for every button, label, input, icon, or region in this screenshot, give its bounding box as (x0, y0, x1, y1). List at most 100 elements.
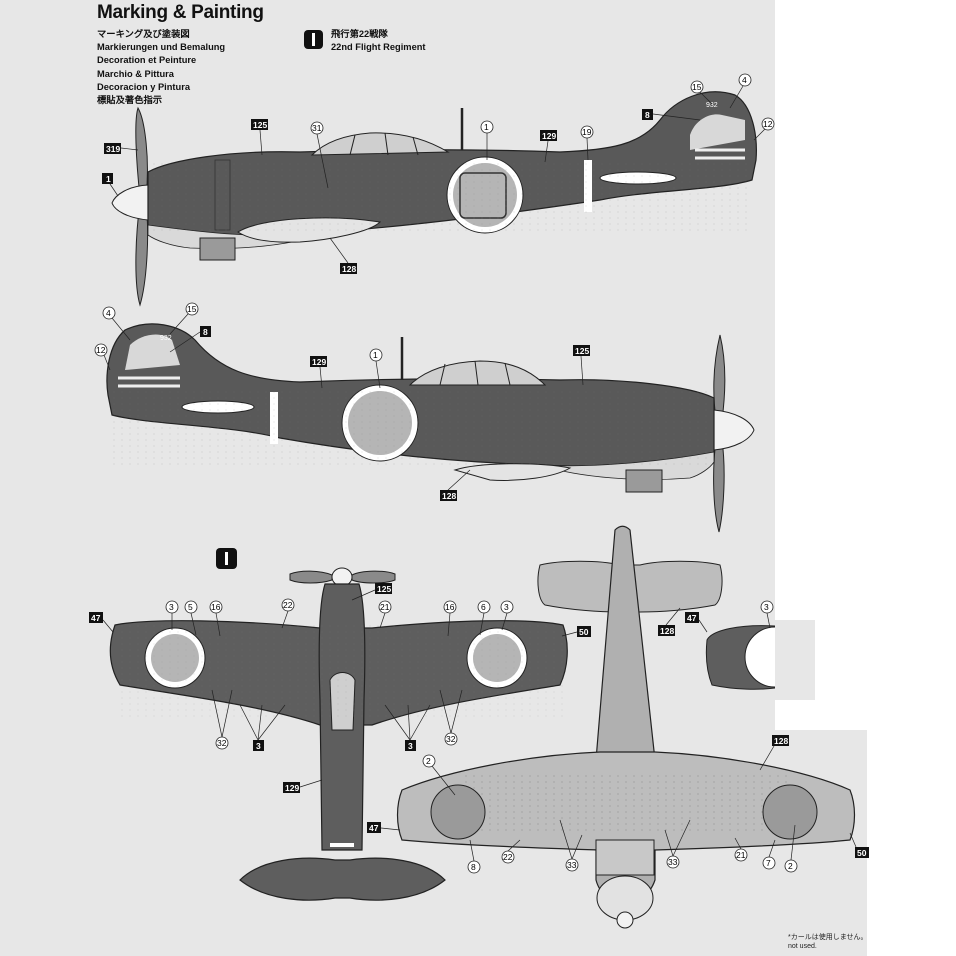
callout-128-d: 128 (759, 735, 789, 771)
svg-text:50: 50 (579, 627, 589, 637)
decal-note-jp: *カールは使用しません。 (788, 934, 868, 941)
callout-47-a: 47 (89, 612, 114, 633)
left-side-profile: 932 (111, 91, 757, 307)
svg-text:3: 3 (408, 741, 413, 751)
svg-text:47: 47 (687, 613, 697, 623)
subtitle-de: Markierungen und Bemalung (97, 42, 226, 53)
svg-text:3: 3 (256, 741, 261, 751)
callout-4-b: 4 (102, 306, 131, 341)
svg-text:125: 125 (377, 584, 391, 594)
callout-3-c: 3 (760, 600, 774, 629)
svg-text:47: 47 (91, 613, 101, 623)
roman-one-badge-large (216, 548, 237, 569)
callout-47-b: 47 (685, 612, 708, 633)
callout-19: 19 (580, 125, 594, 161)
callout-7: 7 (762, 839, 776, 870)
svg-text:31: 31 (312, 123, 322, 133)
svg-text:22: 22 (283, 600, 293, 610)
callout-129-c: 129 (283, 779, 323, 793)
callout-33-b: 33 (664, 819, 691, 869)
callout-3-b: 3 (500, 600, 514, 631)
callout-33-a: 33 (559, 819, 583, 872)
callout-319: 319 (104, 143, 139, 154)
svg-text:21: 21 (380, 602, 390, 612)
svg-text:8: 8 (471, 862, 476, 872)
callout-128-a: 128 (329, 237, 357, 274)
callout-2-b: 2 (784, 824, 798, 873)
decal-note: *カールは使用しません。 not used. (788, 933, 868, 951)
right-side-profile: 932 (106, 323, 755, 533)
callout-8-b: 8 (169, 326, 211, 353)
callout-1-a: 1 (480, 120, 494, 160)
svg-text:2: 2 (788, 861, 793, 871)
callout-5: 5 (184, 600, 198, 636)
callout-3-box-a: 3 (239, 704, 286, 751)
callout-8-c: 8 (467, 839, 481, 874)
svg-text:50: 50 (857, 848, 867, 858)
tail-emblem-top: 932 (690, 102, 745, 160)
svg-text:7: 7 (766, 858, 771, 868)
spinner-profile (111, 184, 149, 221)
tail-emblem-middle: 932 (118, 334, 180, 388)
callout-129-b: 129 (310, 356, 327, 389)
svg-text:125: 125 (575, 346, 589, 356)
callout-12-b: 12 (94, 343, 111, 371)
callout-1-b: 1 (369, 348, 383, 389)
callout-15-b: 15 (169, 302, 199, 335)
subtitle-cn: 標貼及著色指示 (97, 95, 163, 106)
svg-text:3: 3 (764, 602, 769, 612)
subtitle-jp: マーキング及び塗装図 (97, 29, 190, 39)
callout-128-b: 128 (440, 469, 471, 501)
subtitle-it: Marchio & Pittura (97, 68, 174, 79)
svg-text:5: 5 (188, 602, 193, 612)
svg-text:15: 15 (187, 304, 197, 314)
svg-text:128: 128 (442, 491, 456, 501)
callout-22-b: 22 (501, 839, 521, 864)
callout-8-a: 8 (642, 109, 701, 121)
svg-text:8: 8 (203, 327, 208, 337)
svg-text:4: 4 (742, 75, 747, 85)
svg-text:4: 4 (106, 308, 111, 318)
tail-code-top: 932 (706, 102, 718, 109)
svg-text:15: 15 (692, 82, 702, 92)
callout-3-box-b: 3 (384, 704, 431, 751)
svg-text:128: 128 (342, 264, 356, 274)
svg-text:129: 129 (542, 131, 556, 141)
svg-text:2: 2 (426, 756, 431, 766)
svg-text:3: 3 (169, 602, 174, 612)
callout-32-b: 32 (439, 689, 463, 746)
svg-text:12: 12 (96, 345, 106, 355)
callout-22-a: 22 (281, 598, 295, 629)
callout-125-b: 125 (573, 345, 590, 386)
svg-text:16: 16 (445, 602, 455, 612)
callout-47-c: 47 (367, 822, 401, 833)
tail-code-middle: 932 (160, 335, 172, 342)
svg-text:1: 1 (373, 350, 378, 360)
callout-125-a: 125 (251, 119, 268, 156)
callout-1-box: 1 (102, 173, 119, 197)
svg-text:3: 3 (504, 602, 509, 612)
subtitle-block: マーキング及び塗装図 Markierungen und Bemalung Dec… (97, 28, 225, 107)
svg-text:33: 33 (668, 857, 678, 867)
svg-text:22: 22 (503, 852, 513, 862)
svg-text:21: 21 (736, 850, 746, 860)
svg-text:6: 6 (481, 602, 486, 612)
callout-50-a: 50 (561, 626, 591, 637)
regiment-jp: 飛行第22戦隊 (331, 29, 388, 39)
page-title: Marking & Painting (97, 2, 264, 23)
callout-16-b: 16 (443, 600, 457, 637)
callout-6: 6 (477, 600, 491, 636)
svg-text:1: 1 (106, 174, 111, 184)
callout-3-a: 3 (165, 600, 179, 630)
subtitle-fr: Decoration et Peinture (97, 55, 197, 66)
svg-text:12: 12 (763, 119, 773, 129)
decal-note-en: not used. (788, 943, 817, 950)
subtitle-es: Decoracion y Pintura (97, 81, 190, 92)
callout-21-a: 21 (378, 600, 392, 629)
callout-4-a: 4 (729, 73, 752, 109)
svg-text:16: 16 (211, 602, 221, 612)
svg-text:129: 129 (312, 357, 326, 367)
svg-text:1: 1 (484, 122, 489, 132)
callout-50-b: 50 (849, 832, 869, 858)
